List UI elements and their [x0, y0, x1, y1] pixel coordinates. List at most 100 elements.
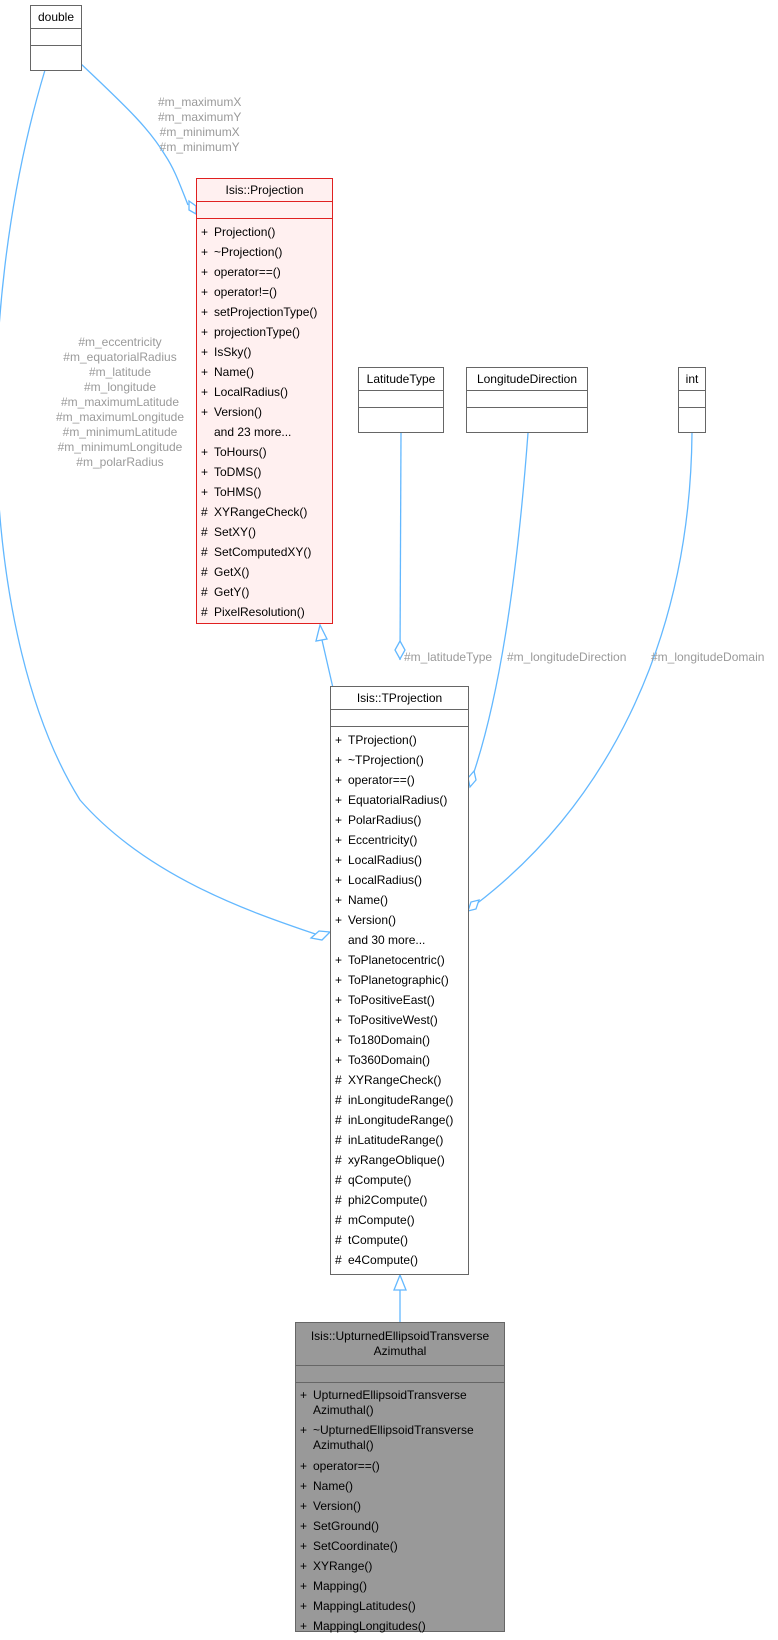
method-item[interactable]: +setProjectionType() [201, 302, 332, 322]
class-box-int[interactable]: int [678, 367, 706, 433]
method-item[interactable]: +ToDMS() [201, 462, 332, 482]
visibility-marker: # [201, 585, 208, 599]
method-item[interactable]: #tCompute() [335, 1230, 468, 1250]
method-item[interactable]: +~Projection() [201, 242, 332, 262]
class-box-latitude-type[interactable]: LatitudeType [358, 367, 444, 433]
method-item[interactable]: +MappingLatitudes() [300, 1596, 504, 1616]
methods-section [467, 407, 587, 424]
method-item[interactable]: +ToHMS() [201, 482, 332, 502]
diamond-int [467, 899, 480, 912]
method-item[interactable]: +To180Domain() [335, 1030, 468, 1050]
method-name: UpturnedEllipsoidTransverse Azimuthal() [313, 1388, 467, 1417]
visibility-marker: + [300, 1599, 308, 1613]
method-name: SetComputedXY() [214, 545, 312, 559]
method-item[interactable]: #inLongitudeRange() [335, 1110, 468, 1130]
method-item[interactable]: +Projection() [201, 222, 332, 242]
method-item[interactable]: #inLongitudeRange() [335, 1090, 468, 1110]
class-box-tprojection[interactable]: Isis::TProjection +TProjection()+~TProje… [330, 686, 469, 1275]
method-item[interactable]: +SetGround() [300, 1516, 504, 1536]
method-item[interactable]: +LocalRadius() [335, 850, 468, 870]
method-item[interactable]: +SetCoordinate() [300, 1536, 504, 1556]
method-item[interactable]: +ToPositiveWest() [335, 1010, 468, 1030]
class-box-projection[interactable]: Isis::Projection +Projection()+~Projecti… [196, 178, 333, 624]
method-item[interactable]: + Mapping() [300, 1576, 504, 1596]
method-item[interactable]: +LocalRadius() [201, 382, 332, 402]
method-item[interactable]: +projectionType() [201, 322, 332, 342]
visibility-marker: + [300, 1479, 308, 1493]
method-name: ~TProjection() [348, 753, 424, 767]
attributes-section [467, 390, 587, 407]
visibility-marker: + [335, 993, 343, 1007]
method-item[interactable]: +XYRange() [300, 1556, 504, 1576]
visibility-marker: # [335, 1253, 342, 1267]
method-item[interactable]: #xyRangeOblique() [335, 1150, 468, 1170]
class-title: Isis::Projection [225, 183, 304, 197]
method-item[interactable]: +IsSky() [201, 342, 332, 362]
method-item[interactable]: and 23 more... [201, 422, 332, 442]
method-item[interactable]: +LocalRadius() [335, 870, 468, 890]
method-name: Version() [214, 405, 263, 419]
method-name: Mapping() [313, 1579, 368, 1593]
method-item[interactable]: #SetXY() [201, 522, 332, 542]
method-item[interactable]: +ToPlanetocentric() [335, 950, 468, 970]
method-name: To180Domain() [348, 1033, 431, 1047]
method-item[interactable]: #GetX() [201, 562, 332, 582]
visibility-marker: + [201, 245, 209, 259]
method-item[interactable]: #mCompute() [335, 1210, 468, 1230]
method-item[interactable]: +operator!=() [201, 282, 332, 302]
method-item[interactable]: +Version() [335, 910, 468, 930]
method-item[interactable]: +Version() [201, 402, 332, 422]
method-item[interactable]: +Version() [300, 1496, 504, 1516]
visibility-marker: + [335, 733, 343, 747]
visibility-marker: + [201, 285, 209, 299]
method-item[interactable]: + ToPositiveEast() [335, 990, 468, 1010]
method-item[interactable]: +PolarRadius() [335, 810, 468, 830]
method-item[interactable]: #e4Compute() [335, 1250, 468, 1270]
method-item[interactable]: +operator==() [201, 262, 332, 282]
method-item[interactable]: #phi2Compute() [335, 1190, 468, 1210]
method-name: ToPositiveEast() [348, 993, 435, 1007]
method-item[interactable]: +Name() [300, 1476, 504, 1496]
inherit-arrow-projection [315, 623, 328, 642]
class-box-double[interactable]: double [30, 5, 82, 71]
visibility-marker: + [201, 225, 209, 239]
method-item[interactable]: +~UpturnedEllipsoidTransverse Azimuthal(… [300, 1421, 504, 1456]
visibility-marker: + [300, 1539, 308, 1553]
class-box-longitude-direction[interactable]: LongitudeDirection [466, 367, 588, 433]
method-item[interactable]: +Name() [335, 890, 468, 910]
method-item[interactable]: +TProjection() [335, 730, 468, 750]
method-item[interactable]: +ToHours() [201, 442, 332, 462]
edge-double-tprojection [0, 69, 319, 936]
methods-section [679, 407, 705, 424]
method-item[interactable]: +To360Domain() [335, 1050, 468, 1070]
attributes-section [31, 28, 81, 45]
visibility-marker: # [335, 1233, 342, 1247]
visibility-marker: + [201, 345, 209, 359]
method-item[interactable]: +MappingLongitudes() [300, 1616, 504, 1636]
method-item[interactable]: +ToPlanetographic() [335, 970, 468, 990]
method-item[interactable]: +Eccentricity() [335, 830, 468, 850]
class-box-upturned-ellipsoid-transverse-azimuthal[interactable]: Isis::UpturnedEllipsoidTransverse Azimut… [295, 1322, 505, 1633]
method-item[interactable]: +EquatorialRadius() [335, 790, 468, 810]
method-item[interactable]: #XYRangeCheck() [201, 502, 332, 522]
method-item[interactable]: and 30 more... [335, 930, 468, 950]
method-item[interactable]: +~TProjection() [335, 750, 468, 770]
method-item[interactable]: +Name() [201, 362, 332, 382]
method-item[interactable]: #qCompute() [335, 1170, 468, 1190]
methods-section [31, 45, 81, 62]
method-item[interactable]: +UpturnedEllipsoidTransverse Azimuthal() [300, 1386, 504, 1421]
method-item[interactable]: #inLatitudeRange() [335, 1130, 468, 1150]
method-item[interactable]: #GetY() [201, 582, 332, 602]
method-name: projectionType() [214, 325, 301, 339]
method-item[interactable]: #PixelResolution() [201, 602, 332, 622]
method-name: LocalRadius() [348, 853, 423, 867]
method-item[interactable]: # SetComputedXY() [201, 542, 332, 562]
visibility-marker: + [300, 1579, 308, 1593]
visibility-marker: # [201, 545, 208, 559]
method-name: Name() [214, 365, 255, 379]
method-item[interactable]: +operator==() [300, 1456, 504, 1476]
method-item[interactable]: #XYRangeCheck() [335, 1070, 468, 1090]
edge-longitudedirection-tprojection [472, 432, 529, 776]
class-title: LatitudeType [366, 372, 436, 386]
method-item[interactable]: +operator==() [335, 770, 468, 790]
